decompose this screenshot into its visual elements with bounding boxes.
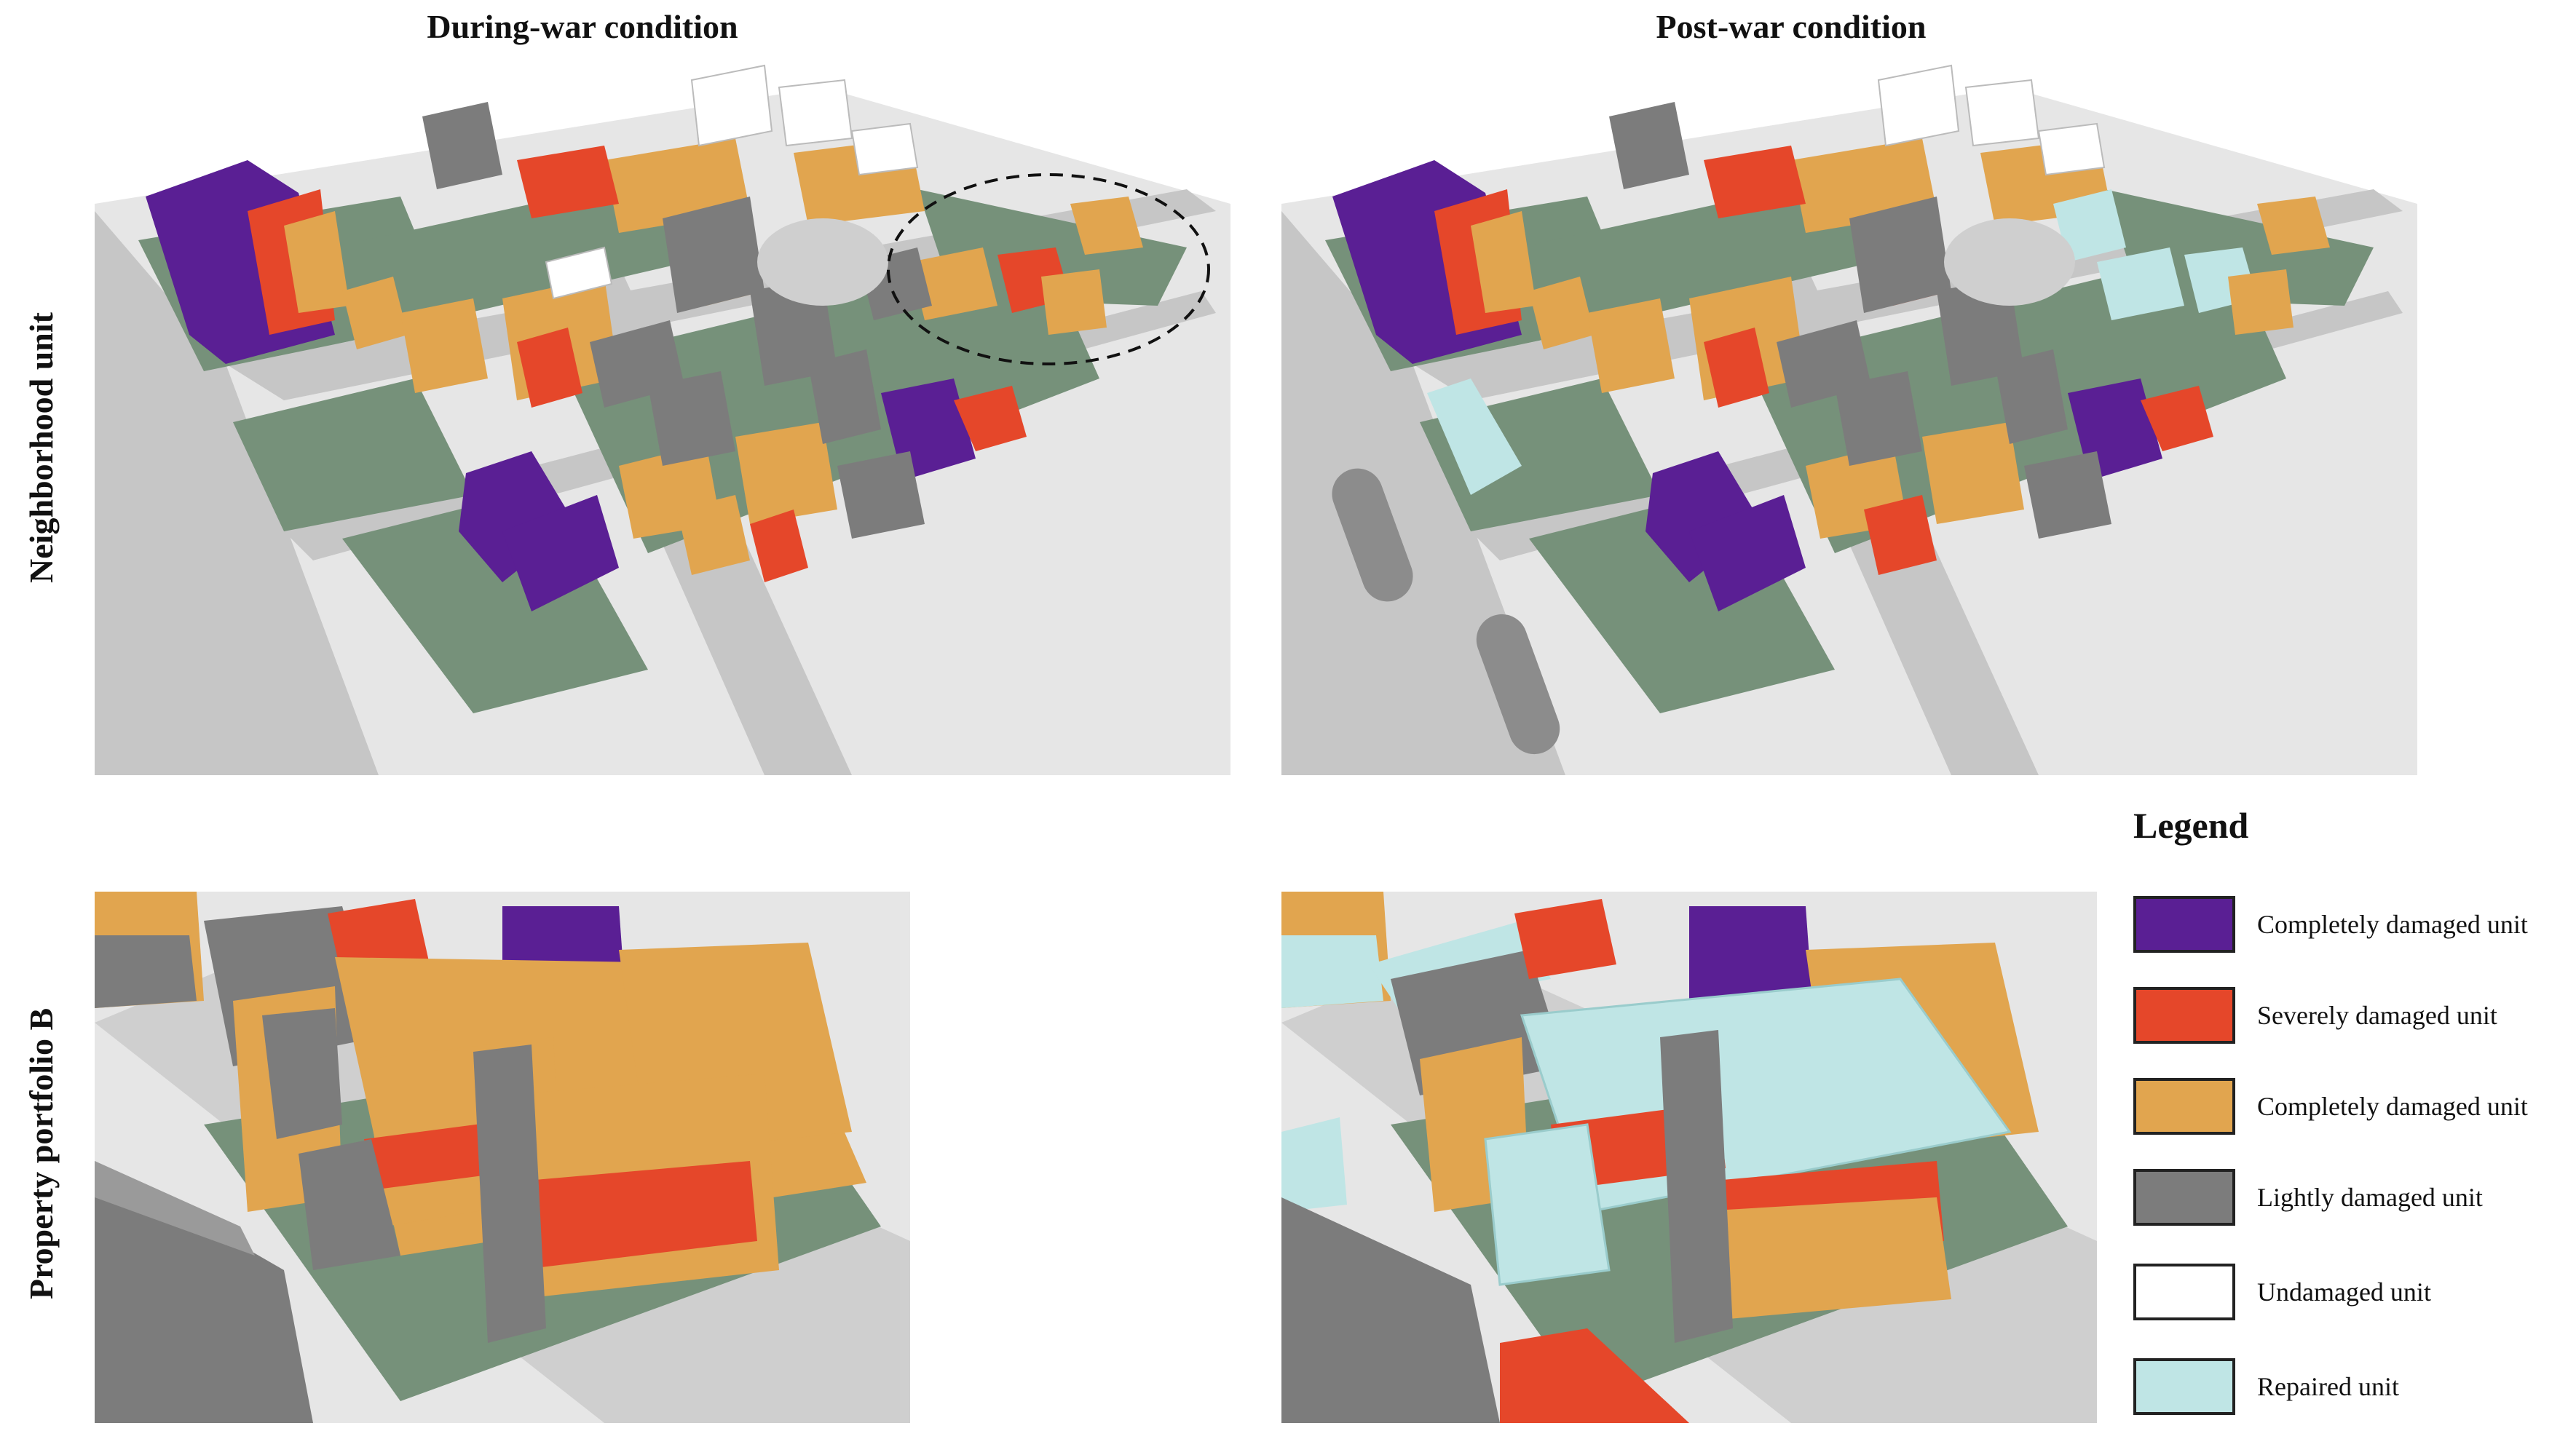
legend-title: Legend [2133,805,2249,846]
legend-label: Undamaged unit [2257,1277,2431,1307]
legend-item-completely-damaged-purple: Completely damaged unit [2133,895,2528,954]
legend-swatch-purple [2133,896,2235,953]
legend-swatch-repaired [2133,1358,2235,1415]
legend-label: Severely damaged unit [2257,1001,2497,1030]
legend-item-undamaged: Undamaged unit [2133,1263,2431,1321]
neighborhood-during-war-view [95,58,1230,775]
legend-swatch-orange [2133,1078,2235,1135]
row-label-property-portfolio-b: Property portfolio B [23,1007,60,1300]
portfolio-during-war-view [95,892,910,1423]
legend-label: Lightly damaged unit [2257,1183,2483,1212]
portfolio-post-war-view [1281,892,2097,1423]
neighborhood-during-war-svg [95,64,1230,775]
row-label-neighborhood-unit: Neighborhood unit [23,312,60,583]
portfolio-post-war-svg [1281,892,2097,1423]
legend-swatch-red [2133,987,2235,1044]
title-post-war: Post-war condition [1656,8,1927,45]
portfolio-during-war-svg [95,892,910,1423]
legend-label: Repaired unit [2257,1372,2399,1401]
legend-item-severely-damaged: Severely damaged unit [2133,986,2497,1044]
legend-label: Completely damaged unit [2257,910,2528,939]
neighborhood-post-war-svg [1281,64,2417,775]
legend-label: Completely damaged unit [2257,1092,2528,1121]
legend-swatch-gray [2133,1169,2235,1226]
legend-item-repaired: Repaired unit [2133,1357,2399,1416]
neighborhood-post-war-view [1281,58,2417,775]
legend-item-completely-damaged-orange: Completely damaged unit [2133,1077,2528,1135]
legend-item-lightly-damaged: Lightly damaged unit [2133,1168,2483,1226]
legend-swatch-white [2133,1264,2235,1320]
title-during-war: During-war condition [427,8,738,45]
